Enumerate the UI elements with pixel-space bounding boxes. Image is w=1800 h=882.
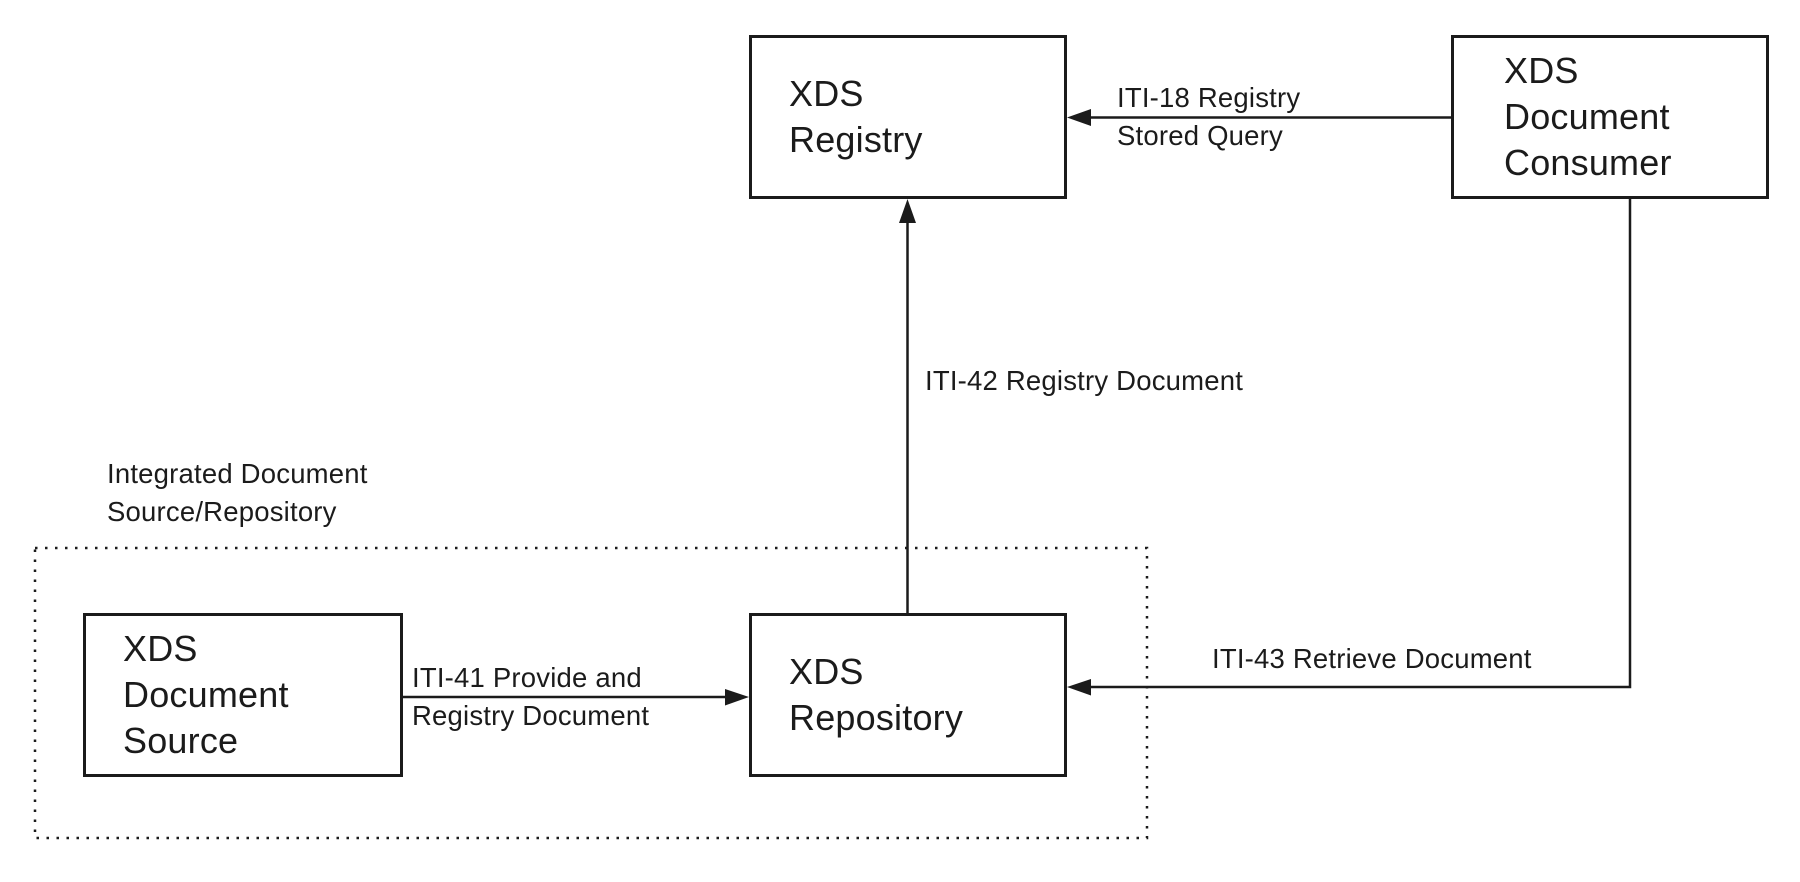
- edge-iti-43: [1067, 199, 1632, 696]
- edge-iti-41: [403, 689, 749, 706]
- edge-label-iti-41: ITI-41 Provide and Registry Document: [412, 662, 650, 731]
- edge-label-iti-42: ITI-42 Registry Document: [925, 365, 1244, 396]
- arrowhead-up-icon: [899, 199, 916, 223]
- node-xds-registry: XDS Registry: [749, 35, 1067, 199]
- node-xds-document-consumer: XDS Document Consumer: [1451, 35, 1769, 199]
- edge-label-iti-18: ITI-18 Registry Stored Query: [1117, 82, 1301, 151]
- integrated-group-label: Integrated Document Source/Repository: [107, 458, 368, 527]
- arrowhead-left-icon: [1067, 679, 1091, 696]
- arrowhead-left-icon: [1067, 109, 1091, 126]
- edge-label-iti-43: ITI-43 Retrieve Document: [1212, 643, 1532, 674]
- edge-iti-42: [899, 199, 916, 614]
- edge-iti-18: [1067, 109, 1451, 126]
- node-xds-document-source: XDS Document Source: [83, 613, 403, 777]
- node-xds-repository: XDS Repository: [749, 613, 1067, 777]
- arrowhead-right-icon: [725, 689, 749, 706]
